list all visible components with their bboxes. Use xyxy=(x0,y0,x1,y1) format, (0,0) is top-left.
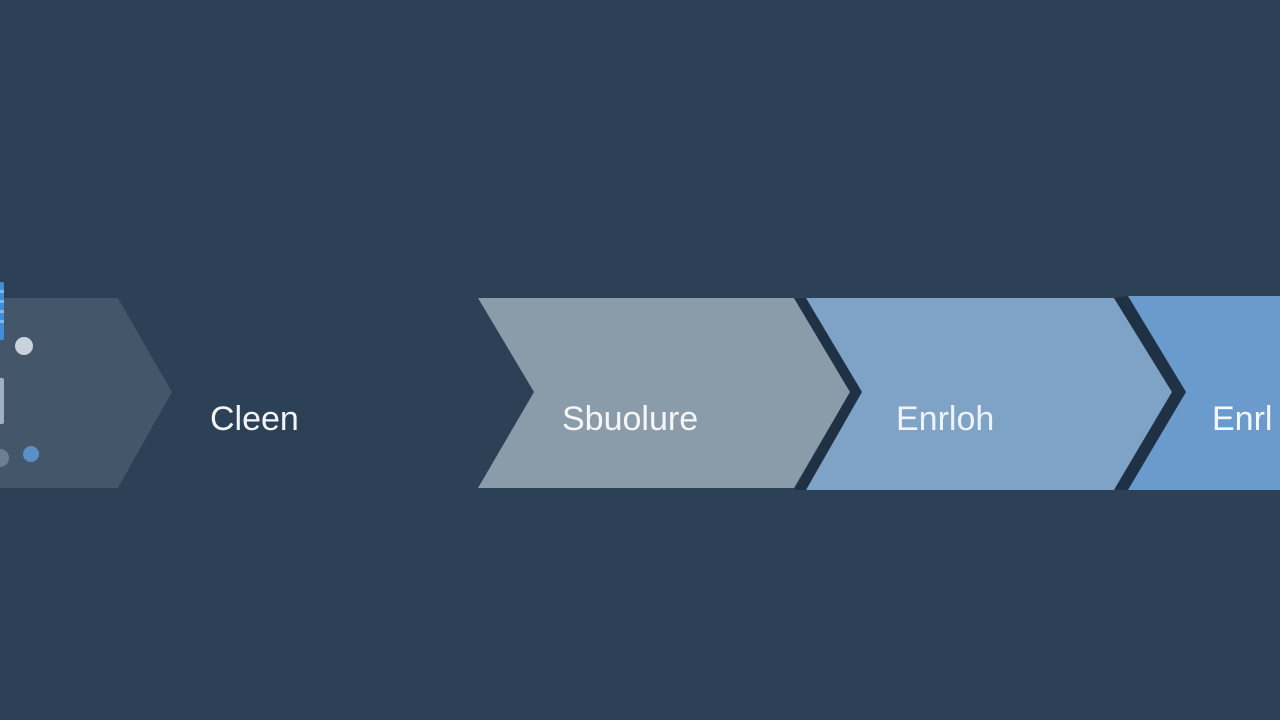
step-label-sbuolure: Sbuolure xyxy=(562,400,698,438)
separator-3-4 xyxy=(1114,296,1186,490)
step-shape-1 xyxy=(118,298,534,488)
separator-2-3 xyxy=(794,298,862,490)
step-shape-2 xyxy=(478,298,850,488)
step-label-enrl: Enrl xyxy=(1212,400,1272,438)
step-label-cleen: Cleen xyxy=(210,400,299,438)
step-label-enrloh: Enrloh xyxy=(896,400,994,438)
data-source-icon xyxy=(0,282,39,467)
step-shape-4 xyxy=(1128,296,1280,490)
step-shape-0 xyxy=(0,298,172,488)
step-shape-3 xyxy=(806,298,1172,490)
